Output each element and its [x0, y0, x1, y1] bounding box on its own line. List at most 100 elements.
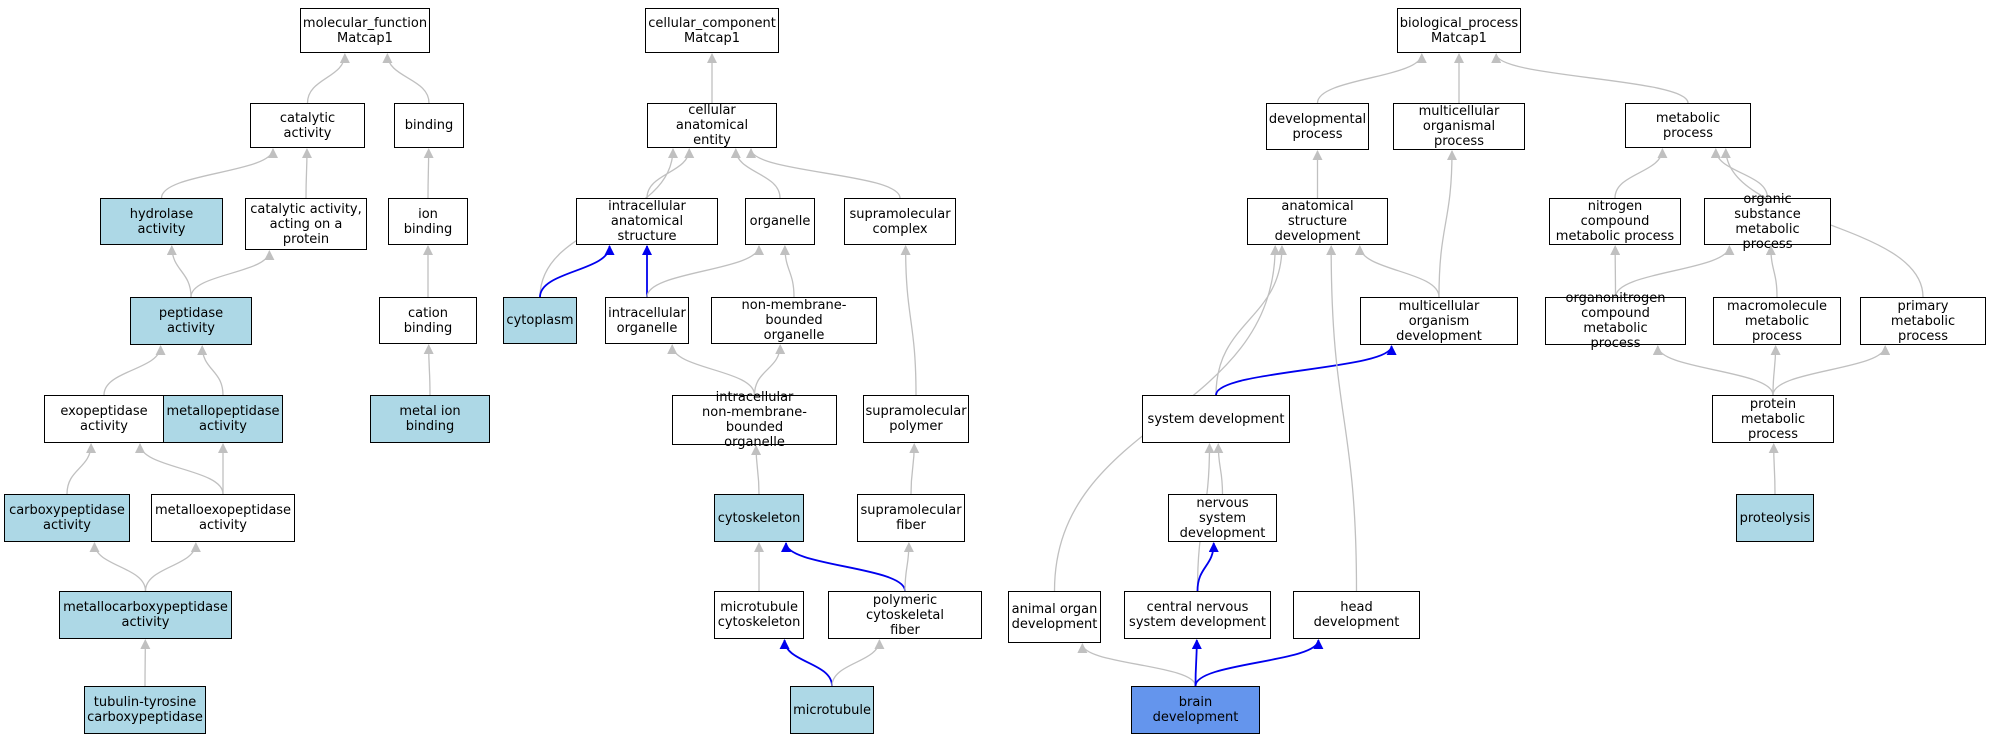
node-nsd: nervous system development: [1168, 494, 1277, 542]
node-cnsd: central nervous system development: [1124, 591, 1271, 639]
edge-io-org: [646, 245, 764, 298]
node-label: intracellular anatomical structure: [608, 199, 686, 244]
edge-inmbo-io: [667, 344, 756, 396]
edge-hd-asd: [1326, 245, 1358, 592]
edge-metexo-exo: [135, 443, 224, 495]
node-label: organonitrogen compound metabolic proces…: [1565, 291, 1666, 351]
node-pcf: polymeric cytoskeletal fiber: [828, 591, 982, 639]
edge-hyd-cat: [160, 148, 278, 199]
node-label: binding: [404, 118, 454, 133]
node-metpep: metallopeptidase activity: [163, 395, 283, 443]
node-label: nitrogen compound metabolic process: [1555, 199, 1675, 244]
node-tub: tubulin-tyrosine carboxypeptidase: [84, 686, 206, 734]
node-mt: microtubule: [790, 686, 874, 734]
edge-oncm-osm: [1614, 245, 1735, 298]
node-label: exopeptidase activity: [60, 404, 148, 434]
edge-smc-cae: [746, 148, 901, 199]
node-io: intracellular organelle: [605, 297, 689, 344]
edge-bd-aod: [1077, 643, 1197, 687]
edge-ion-bind: [423, 148, 434, 199]
node-mmm: macromolecule metabolic process: [1713, 297, 1841, 345]
node-catp: catalytic activity, acting on a protein: [245, 198, 367, 250]
edge-pep-catp: [190, 250, 275, 298]
edge-pcf-smf: [903, 542, 914, 592]
node-osm: organic substance metabolic process: [1704, 192, 1831, 252]
node-metexo: metalloexopeptidase activity: [151, 494, 295, 542]
node-hd: head development: [1293, 591, 1420, 639]
node-label: protein metabolic process: [1740, 396, 1806, 442]
edge-cnsd-nsd: [1196, 542, 1219, 592]
edge-metpep-pep: [197, 345, 224, 396]
node-label: system development: [1147, 411, 1285, 427]
node-label: tubulin-tyrosine carboxypeptidase: [87, 695, 203, 725]
edge-osm-met: [1710, 148, 1769, 199]
node-label: primary metabolic process: [1890, 298, 1956, 344]
node-inmbo: intracellular non-membrane-bounded organ…: [672, 390, 837, 450]
node-protm: protein metabolic process: [1712, 395, 1834, 443]
node-label: developmental process: [1268, 111, 1367, 142]
node-exo: exopeptidase activity: [44, 395, 164, 443]
node-label: metallopeptidase activity: [166, 404, 280, 434]
node-label: proteolysis: [1739, 510, 1811, 526]
node-sysd: system development: [1142, 395, 1290, 443]
node-label: cytoskeleton: [717, 510, 801, 526]
node-cation: cation binding: [379, 297, 477, 344]
edge-protm-oncm: [1652, 345, 1774, 396]
node-carb: carboxypeptidase activity: [4, 494, 130, 542]
node-oncm: organonitrogen compound metabolic proces…: [1545, 291, 1686, 351]
node-csk: cytoskeleton: [714, 494, 804, 542]
edge-bd-hd: [1194, 639, 1324, 687]
node-metcarb: metallocarboxypeptidase activity: [59, 591, 232, 639]
node-mf: molecular_function Matcap1: [300, 8, 430, 53]
node-hyd: hydrolase activity: [100, 198, 223, 245]
node-cyto: cytoplasm: [503, 297, 577, 344]
node-label: intracellular organelle: [608, 305, 686, 336]
node-label: organelle: [749, 214, 811, 229]
node-bp: biological_process Matcap1: [1397, 8, 1521, 53]
node-label: brain development: [1152, 695, 1239, 725]
node-smc: supramolecular complex: [844, 198, 956, 245]
node-label: catalytic activity, acting on a protein: [250, 201, 362, 247]
node-mtc: microtubule cytoskeleton: [714, 591, 804, 639]
node-mop: multicellular organismal process: [1393, 103, 1525, 150]
node-metion: metal ion binding: [370, 395, 490, 443]
node-label: peptidase activity: [158, 306, 224, 336]
node-bind: binding: [394, 103, 464, 148]
edge-sysd-asd: [1215, 245, 1287, 396]
node-mod: multicellular organism development: [1360, 297, 1518, 345]
node-pmp: primary metabolic process: [1860, 297, 1986, 345]
node-smf: supramolecular fiber: [857, 494, 965, 542]
node-label: nervous system development: [1179, 495, 1266, 541]
node-label: cellular_component Matcap1: [648, 15, 776, 46]
edge-nsd-sysd: [1213, 443, 1224, 495]
node-label: polymeric cytoskeletal fiber: [865, 592, 944, 638]
node-label: head development: [1313, 600, 1400, 630]
node-label: metal ion binding: [399, 404, 461, 434]
edge-metcarb-carb: [89, 542, 147, 592]
edge-sysd-mod: [1215, 345, 1397, 396]
edge-inmbo-nmbo: [753, 344, 786, 396]
node-label: biological_process Matcap1: [1399, 15, 1519, 46]
node-label: supramolecular fiber: [860, 503, 962, 533]
node-label: microtubule cytoskeleton: [717, 600, 801, 630]
node-smp: supramolecular polymer: [863, 395, 969, 443]
edge-ncm-met: [1614, 148, 1668, 199]
node-label: multicellular organismal process: [1418, 104, 1500, 149]
node-label: microtubule: [793, 702, 871, 718]
edge-pep-hyd: [166, 245, 192, 298]
edge-mt-mtc: [779, 639, 833, 687]
edge-pcf-csk: [781, 542, 906, 592]
node-label: multicellular organism development: [1396, 298, 1482, 344]
edge-mt-pcf: [831, 639, 885, 687]
edge-exo-pep: [103, 345, 166, 396]
node-ion: ion binding: [388, 198, 468, 245]
node-label: metabolic process: [1655, 110, 1721, 141]
node-label: metalloexopeptidase activity: [154, 503, 292, 533]
node-label: cellular anatomical entity: [675, 103, 749, 148]
edge-met-bp: [1491, 53, 1689, 104]
node-pep: peptidase activity: [130, 297, 252, 345]
edge-carb-exo: [66, 443, 97, 495]
edge-ias-cae: [646, 148, 695, 199]
node-label: supramolecular polymer: [865, 404, 967, 434]
node-label: catalytic activity: [279, 110, 336, 141]
